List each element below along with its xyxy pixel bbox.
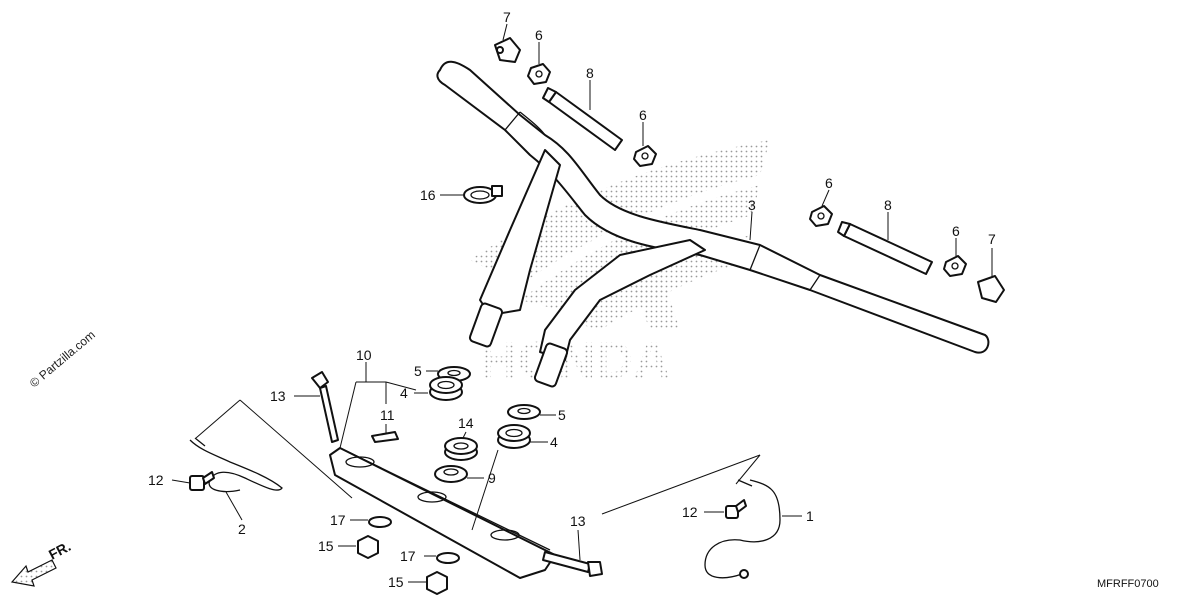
bolt-upper <box>311 371 339 443</box>
callout-13-upper: 13 <box>270 388 286 404</box>
callout-14: 14 <box>458 415 474 431</box>
bolt-12-right <box>725 499 747 519</box>
nut-upper-left <box>527 63 551 85</box>
bushing-right <box>497 424 531 449</box>
callout-11: 11 <box>380 407 395 423</box>
thin-plate <box>371 431 399 443</box>
callout-17-lower: 17 <box>400 548 416 564</box>
front-arrow-icon <box>10 559 57 587</box>
callout-5-right: 5 <box>558 407 566 423</box>
callout-3: 3 <box>748 197 756 213</box>
callout-6-upper-right: 6 <box>639 107 647 123</box>
holder-nut <box>444 437 478 461</box>
honda-watermark-text: HONDA <box>480 332 671 390</box>
switch-clip-right <box>977 275 1005 303</box>
nut-right-1 <box>809 205 833 227</box>
callout-13-lower: 13 <box>570 513 586 529</box>
callout-6-upper-left: 6 <box>535 27 543 43</box>
switch-clip-upper <box>494 37 521 63</box>
leader-lines <box>171 23 993 583</box>
callout-7-right: 7 <box>988 231 996 247</box>
lower-washer <box>434 465 468 483</box>
nut-right-2 <box>943 255 967 277</box>
callout-15-lower: 15 <box>388 574 404 590</box>
callout-8-right: 8 <box>884 197 892 213</box>
callout-4-right: 4 <box>550 434 558 450</box>
nut-upper-right <box>633 145 657 167</box>
callout-2: 2 <box>238 521 246 537</box>
callout-8-upper: 8 <box>586 65 594 81</box>
wire-band <box>189 437 283 493</box>
callout-1: 1 <box>806 508 814 524</box>
callout-12-right: 12 <box>682 504 698 520</box>
handlebar <box>436 60 990 388</box>
callout-6-right-2: 6 <box>952 223 960 239</box>
callout-6-right-1: 6 <box>825 175 833 191</box>
front-direction-indicator: FR. <box>10 538 73 587</box>
washer-17-lower <box>436 552 460 564</box>
callout-7-upper: 7 <box>503 9 511 25</box>
callout-5-left: 5 <box>414 363 422 379</box>
band-clamp <box>463 185 503 204</box>
callout-12-left: 12 <box>148 472 164 488</box>
callout-4-left: 4 <box>400 385 408 401</box>
front-label: FR. <box>46 538 73 563</box>
rod-upper <box>542 87 623 151</box>
copyright-text: © Partzilla.com <box>27 328 98 391</box>
callout-17-upper: 17 <box>330 512 346 528</box>
bolt-lower <box>542 551 603 577</box>
washer-17-upper <box>368 516 392 528</box>
bushing-left <box>429 376 463 401</box>
nut-15-upper <box>357 535 379 559</box>
callout-16: 16 <box>420 187 436 203</box>
cable-guide <box>704 479 781 579</box>
callout-labels: 7 6 8 6 16 3 6 8 6 7 10 5 13 4 11 14 5 4… <box>148 9 996 590</box>
diagram-code: MFRFF0700 <box>1097 578 1159 590</box>
rod-right <box>837 221 933 275</box>
callout-15-upper: 15 <box>318 538 334 554</box>
washer-right <box>507 404 541 420</box>
callout-9: 9 <box>488 470 496 486</box>
bolt-12-left <box>189 471 215 491</box>
nut-15-lower <box>426 571 448 595</box>
callout-10: 10 <box>356 347 372 363</box>
